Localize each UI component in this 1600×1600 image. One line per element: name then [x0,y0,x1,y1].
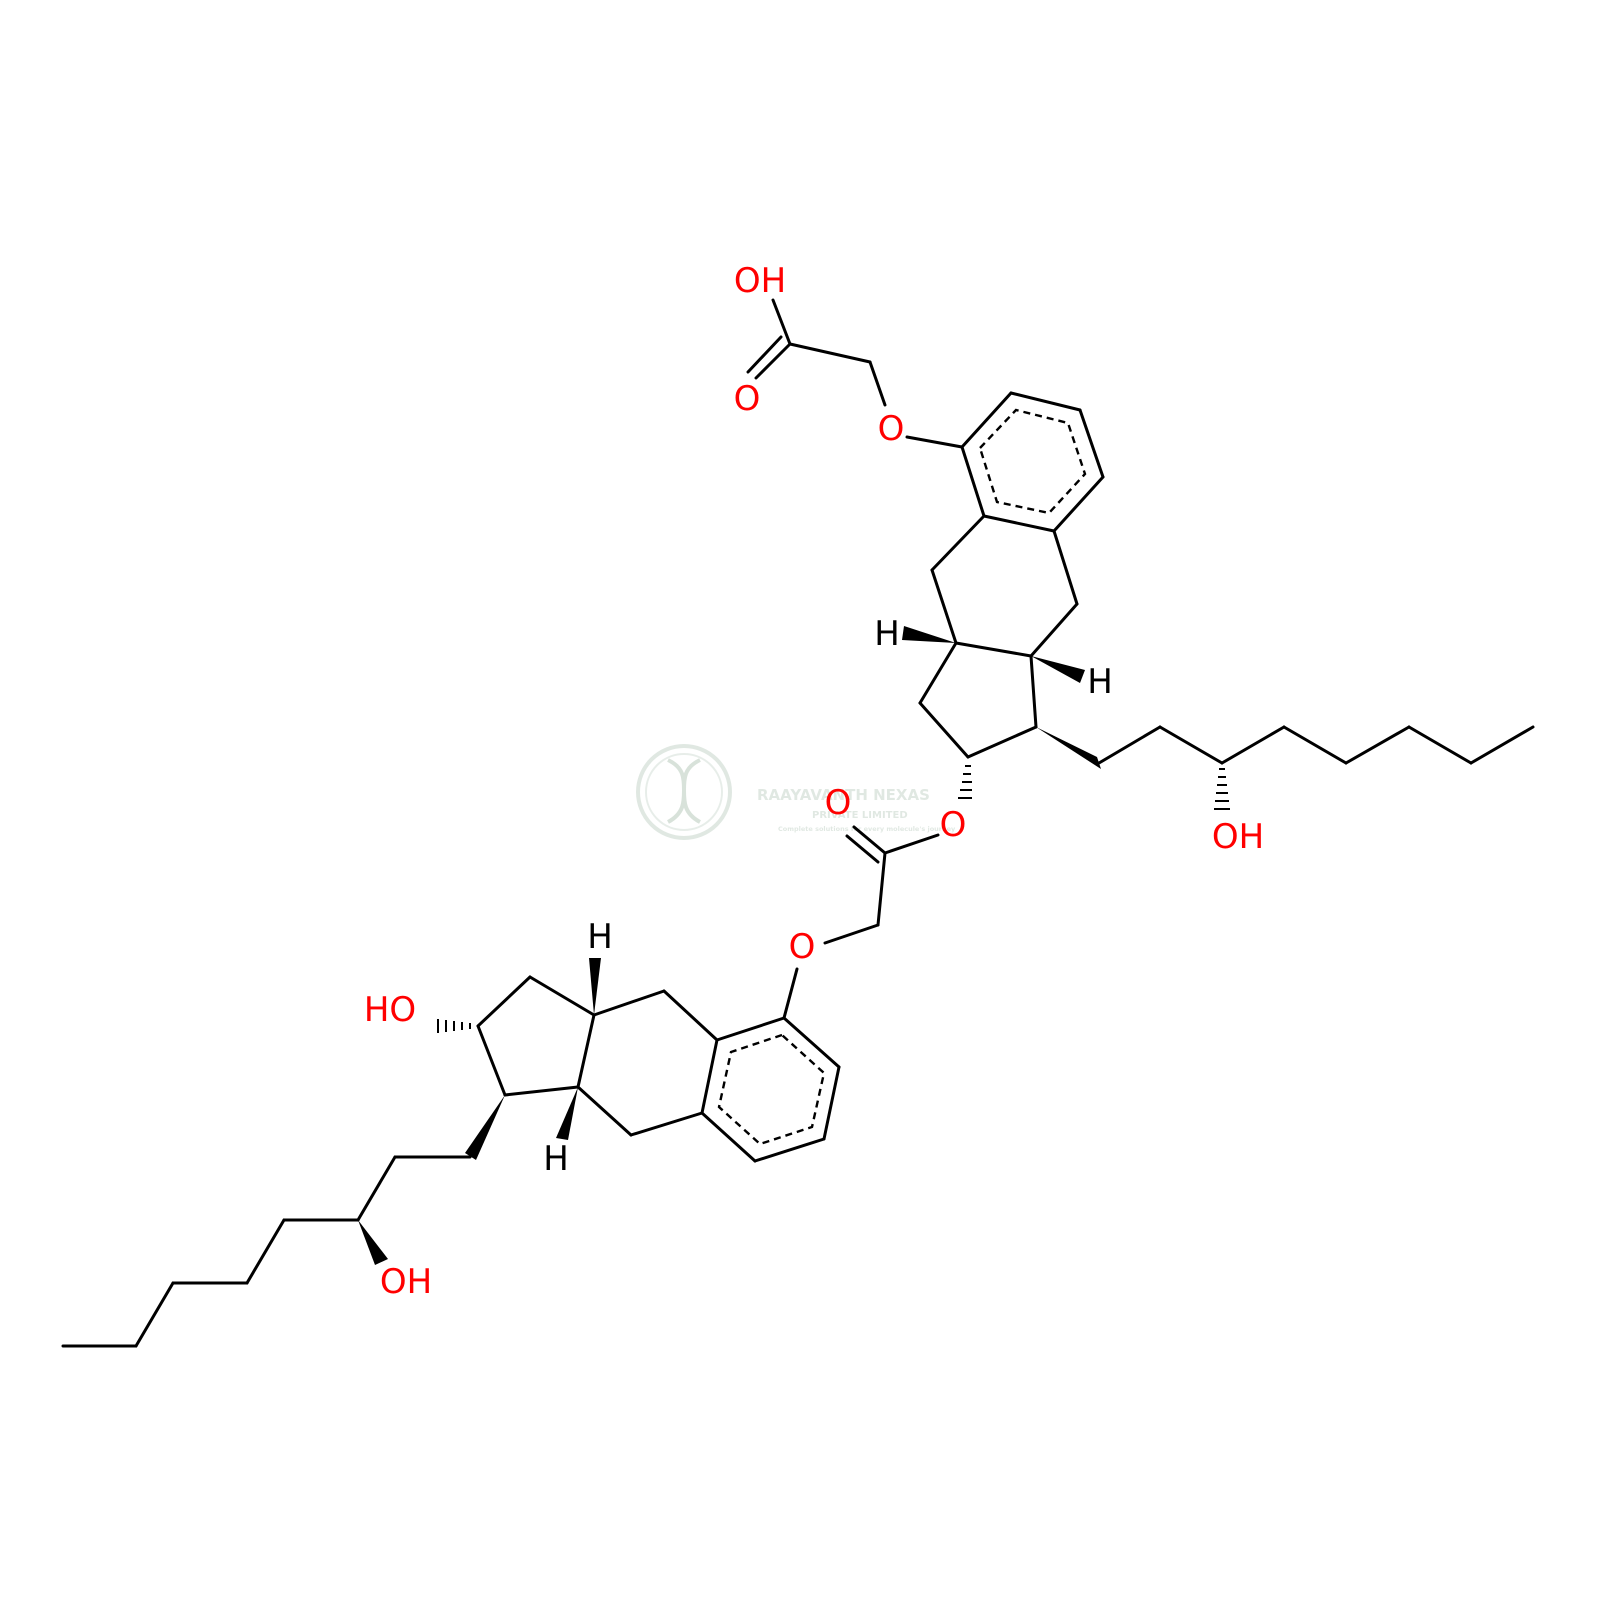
wedge-bond [1031,656,1085,683]
ester-o-label: O [940,805,967,845]
acid-carbonyl-o-label: O [734,379,761,419]
lower-side-chain-oh-label: OH [380,1262,432,1302]
watermark-company-line2: PRIVATE LIMITED [812,810,908,821]
lower-benzene-ring [700,1016,841,1163]
watermark: RAAYAVANTH NEXAS PRIVATE LIMITED Complet… [636,744,956,840]
hashed-bond [437,1019,471,1033]
watermark-company-line1: RAAYAVANTH NEXAS [757,786,930,804]
wedge-bond [465,1095,505,1160]
watermark-tagline: Complete solutions for every molecule's … [778,825,956,833]
wedge-bond [358,1220,388,1265]
upper-fused-rings [902,514,1085,759]
wedge-bond [902,626,956,643]
upper-right-h-label: H [1087,662,1113,702]
hashed-bond [958,765,972,799]
upper-left-h-label: H [874,614,900,654]
lower-bottom-h-label: H [543,1139,569,1179]
dna-helix-logo [636,744,732,840]
upper-benzene-ring [960,391,1105,533]
atom-labels: OH O O O O OH O HO OH H H H H [364,261,1264,1302]
ester-linkage [782,765,972,1020]
upper-aryl-ether-o-label: O [878,409,905,449]
wedge-bond [1036,727,1101,769]
lower-top-h-label: H [587,917,613,957]
wedge-bond [589,958,601,1015]
ester-carbonyl-o-label: O [825,783,852,823]
acid-oh-label: OH [734,261,786,301]
upper-side-chain [1036,725,1535,810]
lower-fused-rings [437,958,719,1140]
lower-ring-oh-label: HO [364,990,416,1030]
upper-acid-group [746,298,964,449]
upper-side-chain-oh-label: OH [1212,817,1264,857]
lower-aryl-ether-o-label: O [789,927,816,967]
wedge-bond [556,1087,578,1140]
hashed-bond [1214,768,1230,810]
lower-side-chain [61,1095,505,1348]
